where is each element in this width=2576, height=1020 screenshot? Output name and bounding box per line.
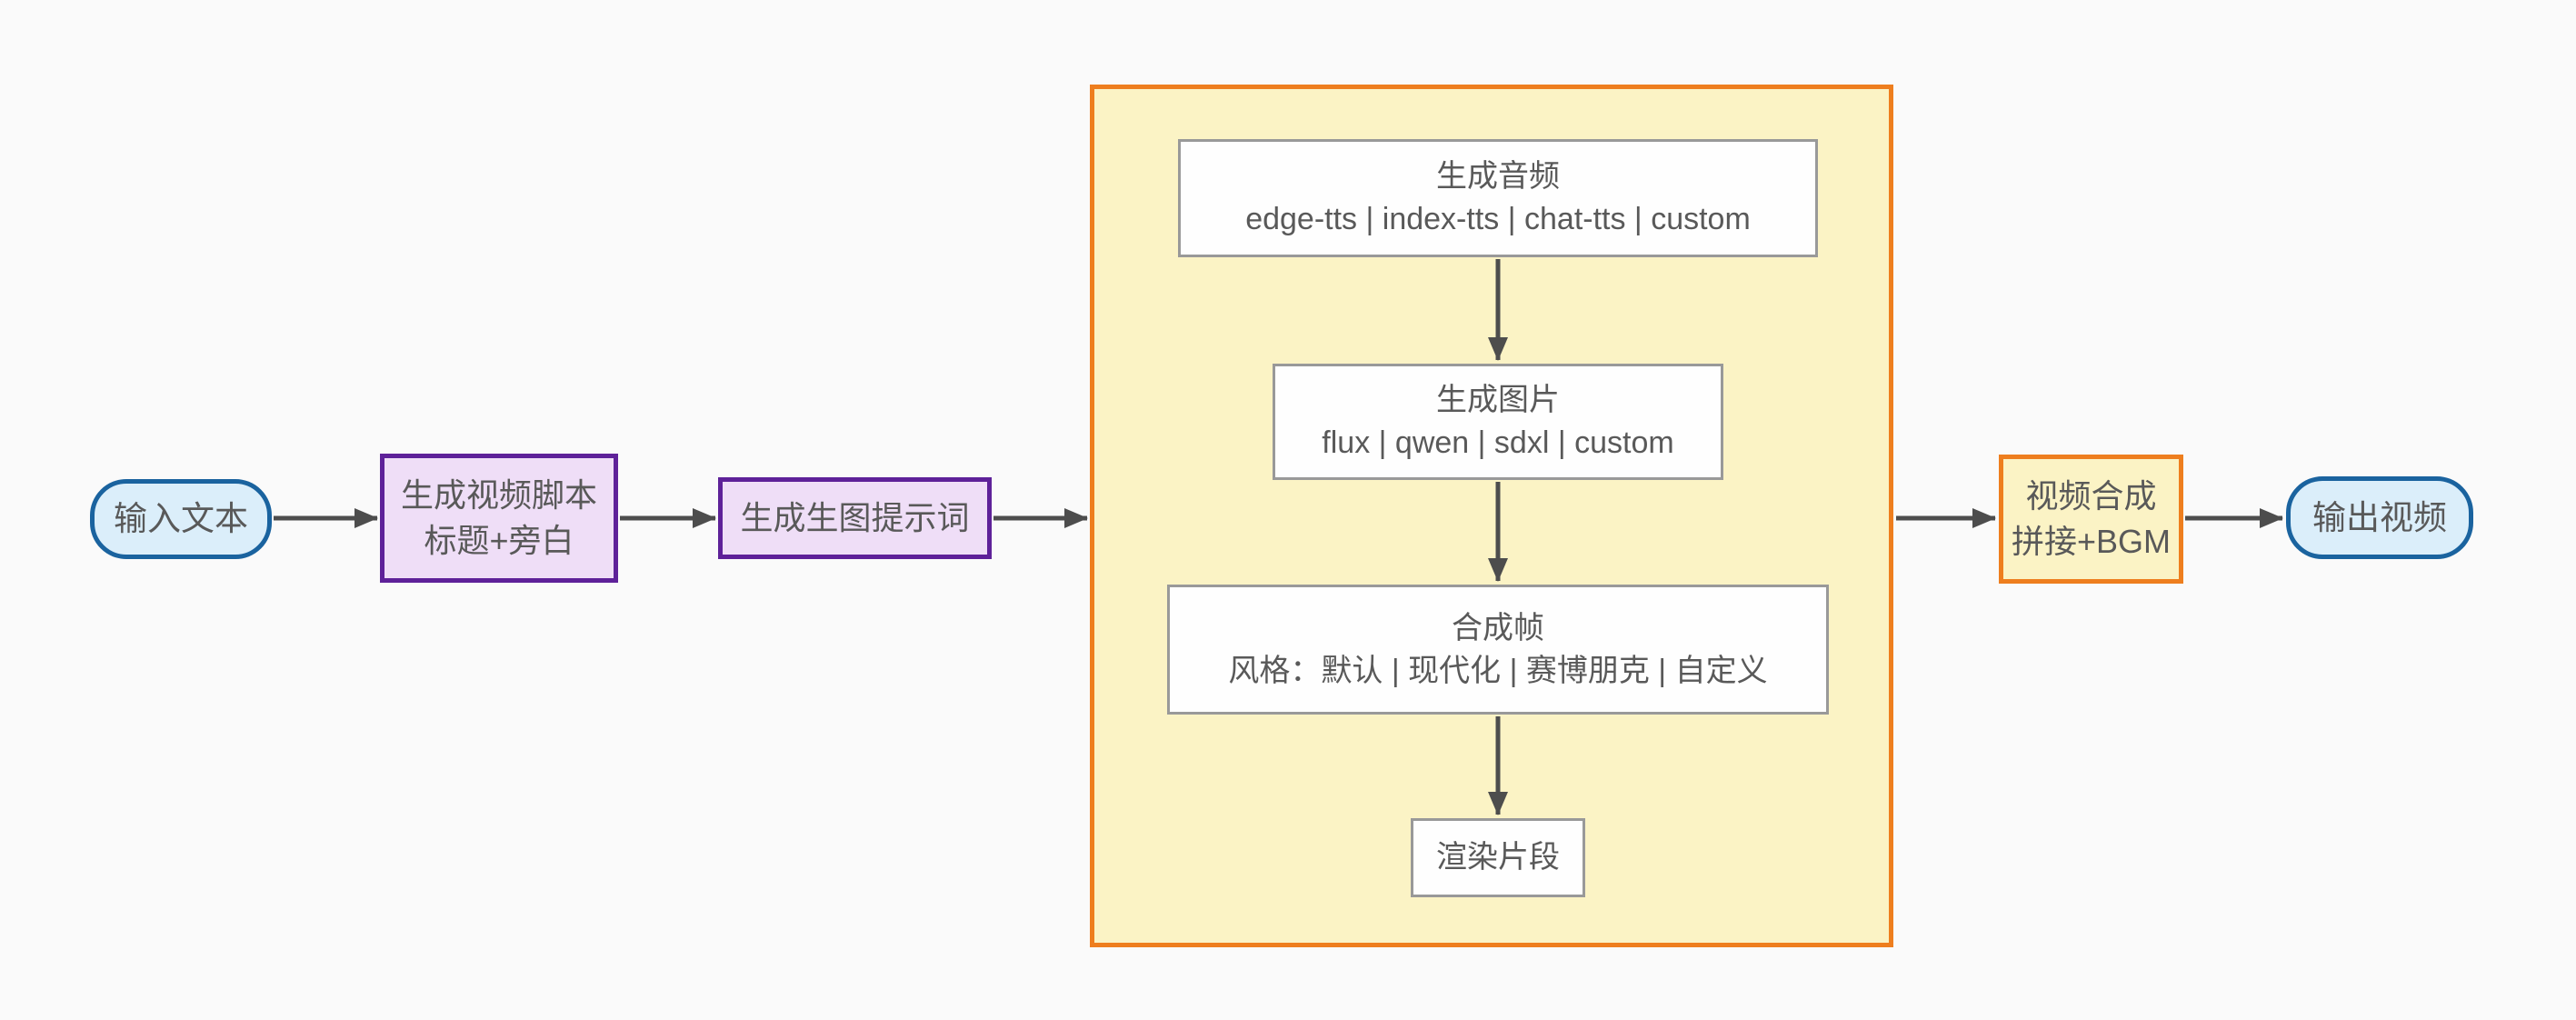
node-video-compose-line1: 视频合成 xyxy=(2025,477,2157,515)
node-input-text-label: 输入文本 xyxy=(114,500,248,538)
node-output-video-label: 输出视频 xyxy=(2312,498,2447,536)
node-output-video: 输出视频 xyxy=(2286,476,2473,559)
node-generate-image-prompt-label: 生成生图提示词 xyxy=(740,499,970,537)
node-generate-audio: 生成音频 edge-tts | index-tts | chat-tts | c… xyxy=(1178,139,1818,257)
node-generate-image-prompt: 生成生图提示词 xyxy=(718,477,992,559)
node-generate-audio-title: 生成音频 xyxy=(1436,159,1560,195)
node-generate-image: 生成图片 flux | qwen | sdxl | custom xyxy=(1273,364,1723,480)
node-generate-image-engines: flux | qwen | sdxl | custom xyxy=(1322,425,1674,460)
node-video-compose: 视频合成 拼接+BGM xyxy=(1999,455,2183,584)
node-compose-frame-styles: 风格：默认 | 现代化 | 赛博朋克 | 自定义 xyxy=(1228,653,1768,688)
node-compose-frame: 合成帧 风格：默认 | 现代化 | 赛博朋克 | 自定义 xyxy=(1167,585,1829,715)
node-input-text: 输入文本 xyxy=(90,479,272,559)
node-generate-audio-engines: edge-tts | index-tts | chat-tts | custom xyxy=(1245,202,1751,236)
node-render-clip: 渲染片段 xyxy=(1411,818,1585,897)
node-generate-image-title: 生成图片 xyxy=(1436,383,1560,418)
node-video-compose-line2: 拼接+BGM xyxy=(2011,523,2172,560)
node-generate-script-line1: 生成视频脚本 xyxy=(400,476,597,515)
node-generate-script: 生成视频脚本 标题+旁白 xyxy=(380,454,618,583)
node-generate-script-line2: 标题+旁白 xyxy=(424,522,574,559)
node-render-clip-label: 渲染片段 xyxy=(1436,840,1560,875)
node-compose-frame-title: 合成帧 xyxy=(1452,610,1544,645)
